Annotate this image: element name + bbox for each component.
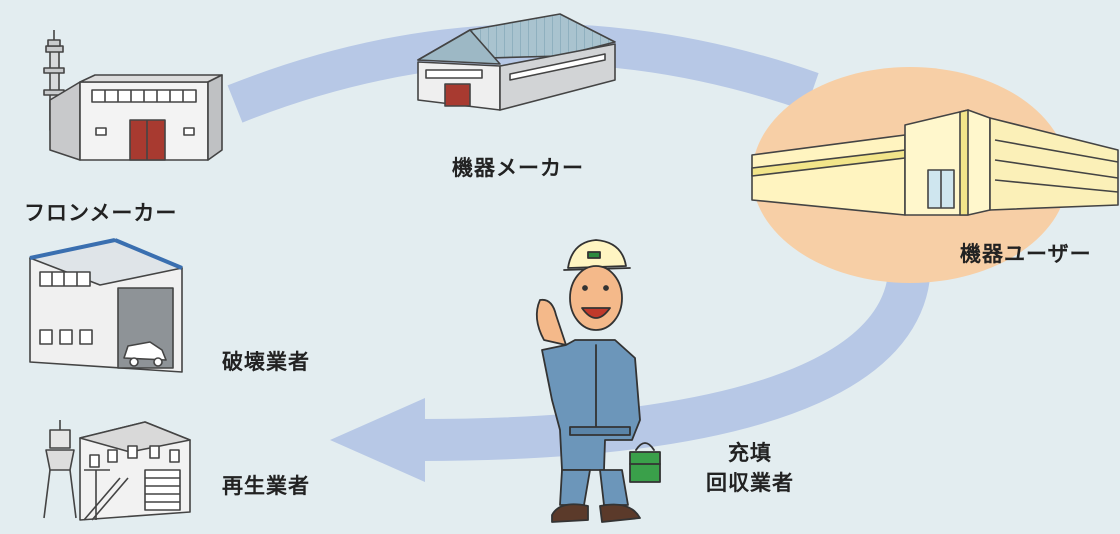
warehouse-icon [417,13,616,111]
destruction-operator-label: 破壊業者 [222,350,310,374]
commercial-building-icon [751,109,1119,216]
freon-maker-label: フロンメーカー [24,201,178,225]
factory-icon [43,30,223,161]
worker-with-toolbox-icon [535,239,661,523]
equipment-maker-label: 機器メーカー [452,156,584,180]
garage-building-icon [29,238,183,373]
plant-building-icon [43,420,191,521]
filling-recovery-operator-line2: 回収業者 [706,471,794,495]
recycling-operator-label: 再生業者 [222,474,310,498]
equipment-user-label: 機器ユーザー [960,242,1092,266]
filling-recovery-operator-label: 充填 回収業者 [690,438,810,498]
filling-recovery-operator-line1: 充填 [728,441,772,465]
